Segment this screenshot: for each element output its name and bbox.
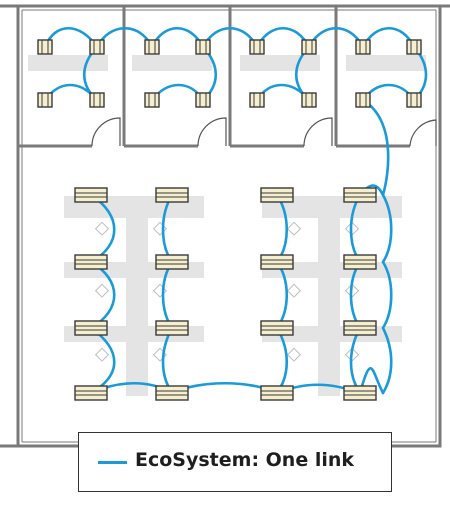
- light-fixtures: [37, 39, 422, 401]
- light-fixture-icon: [260, 320, 294, 336]
- light-fixture-icon: [343, 320, 377, 336]
- light-fixture-icon: [144, 92, 160, 108]
- light-fixture-icon: [195, 92, 211, 108]
- door-swing-icon: [91, 117, 437, 147]
- legend-label: EcoSystem: One link: [135, 449, 355, 471]
- light-fixture-icon: [155, 254, 189, 270]
- light-fixture-icon: [406, 39, 422, 55]
- light-fixture-icon: [260, 385, 294, 401]
- legend: EcoSystem: One link: [78, 432, 392, 492]
- light-fixture-icon: [155, 320, 189, 336]
- light-fixture-icon: [74, 385, 108, 401]
- light-fixture-icon: [343, 187, 377, 203]
- light-fixture-icon: [37, 92, 53, 108]
- light-fixture-icon: [155, 187, 189, 203]
- light-fixture-icon: [74, 320, 108, 336]
- light-fixture-icon: [155, 385, 189, 401]
- light-fixture-icon: [301, 92, 317, 108]
- light-fixture-icon: [144, 39, 160, 55]
- light-fixture-icon: [89, 92, 105, 108]
- light-fixture-icon: [301, 39, 317, 55]
- light-fixture-icon: [406, 92, 422, 108]
- light-fixture-icon: [37, 39, 53, 55]
- legend-line-swatch: [98, 461, 127, 464]
- light-fixture-icon: [343, 254, 377, 270]
- light-fixture-icon: [343, 385, 377, 401]
- light-fixture-icon: [249, 39, 265, 55]
- walls: [0, 4, 450, 448]
- light-fixture-icon: [74, 187, 108, 203]
- light-fixture-icon: [260, 187, 294, 203]
- light-fixture-icon: [74, 254, 108, 270]
- light-fixture-icon: [89, 39, 105, 55]
- light-fixture-icon: [249, 92, 265, 108]
- light-fixture-icon: [195, 39, 211, 55]
- light-fixture-icon: [355, 92, 371, 108]
- light-fixture-icon: [355, 39, 371, 55]
- light-fixture-icon: [260, 254, 294, 270]
